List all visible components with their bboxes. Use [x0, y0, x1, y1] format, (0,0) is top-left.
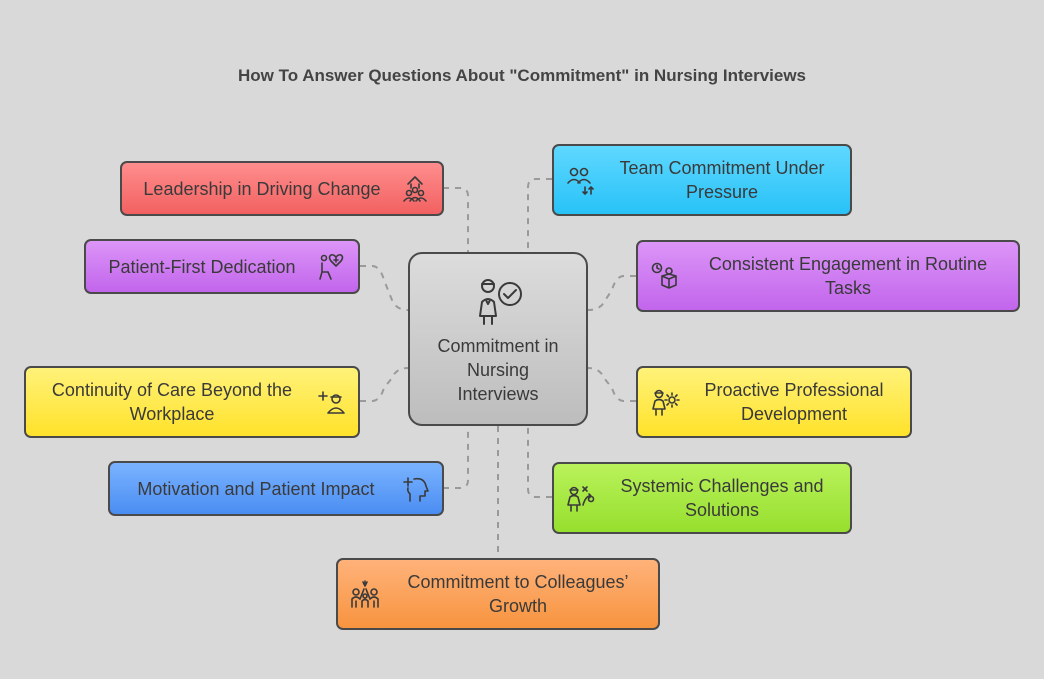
node-leadership-label: Leadership in Driving Change	[143, 178, 381, 199]
connector-leadership	[443, 187, 469, 252]
node-patient-first: Patient-First Dedication	[84, 239, 360, 294]
connector-motivation	[443, 426, 469, 489]
head-plus-icon	[400, 474, 430, 504]
node-proactive-label: Proactive Professional Development	[704, 380, 884, 424]
node-leadership: Leadership in Driving Change	[120, 161, 444, 216]
strategy-icon	[566, 483, 596, 513]
node-patient-first-label: Patient-First Dedication	[108, 256, 296, 277]
node-team-label: Team Commitment Under Pressure	[619, 158, 825, 202]
node-motivation-label: Motivation and Patient Impact	[137, 478, 375, 499]
connector-systemic	[527, 426, 552, 498]
connector-consistent	[587, 275, 636, 311]
node-proactive: Proactive Professional Development	[636, 366, 912, 438]
heart-care-icon	[316, 252, 346, 282]
node-continuity: Continuity of Care Beyond the Workplace	[24, 366, 360, 438]
node-continuity-label: Continuity of Care Beyond the Workplace	[51, 380, 293, 424]
node-motivation: Motivation and Patient Impact	[108, 461, 444, 516]
team-arrows-icon	[566, 165, 596, 195]
nurse-check-icon	[472, 276, 524, 328]
page-title: How To Answer Questions About "Commitmen…	[237, 66, 807, 85]
connector-patient-first	[360, 265, 409, 311]
node-systemic-label: Systemic Challenges and Solutions	[620, 476, 824, 520]
leadership-icon	[400, 174, 430, 204]
node-team: Team Commitment Under Pressure	[552, 144, 852, 216]
node-consistent-label: Consistent Engagement in Routine Tasks	[708, 254, 988, 298]
routine-tasks-icon	[650, 261, 680, 291]
connector-team	[527, 178, 552, 252]
person-gear-icon	[650, 387, 680, 417]
center-node: Commitment in Nursing Interviews	[408, 252, 588, 426]
connector-proactive	[587, 367, 636, 402]
connector-continuity	[360, 367, 409, 402]
nurse-plus-icon	[316, 387, 346, 417]
node-systemic: Systemic Challenges and Solutions	[552, 462, 852, 534]
center-label: Commitment in Nursing Interviews	[437, 336, 559, 404]
node-colleagues-label: Commitment to Colleagues’ Growth	[407, 572, 629, 616]
node-consistent: Consistent Engagement in Routine Tasks	[636, 240, 1020, 312]
node-colleagues: Commitment to Colleagues’ Growth	[336, 558, 660, 630]
colleagues-icon	[350, 579, 380, 609]
